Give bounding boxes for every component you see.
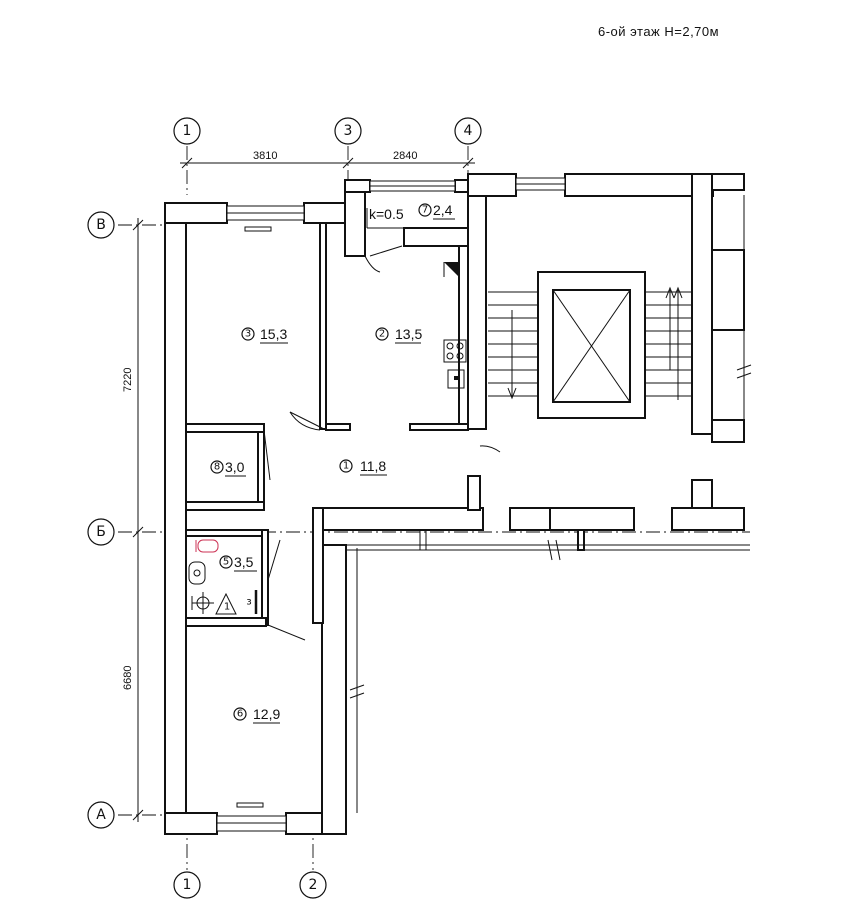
room-label-1: 1 11,8 [339,458,387,476]
svg-text:Б: Б [96,524,106,540]
room-label-5: 5 3,5 [219,554,257,572]
axis-marker-4-top: 4 [454,117,482,145]
door-room-6 [267,624,306,641]
radiator-room-6 [236,802,264,808]
svg-text:3,5: 3,5 [234,554,254,570]
svg-text:1: 1 [183,877,192,893]
partition-room3-bottom [185,423,265,433]
axis-marker-B: Б [87,518,115,546]
axis-marker-1-top: 1 [173,117,201,145]
wall-corridor-seg3 [671,507,745,531]
room-label-8: 8 3,0 [210,459,246,477]
wall-bottom-right [285,812,323,835]
svg-text:А: А [96,807,106,823]
svg-text:11,8: 11,8 [360,458,386,474]
door-room-2 [289,411,327,431]
svg-text:13,5: 13,5 [395,326,422,342]
wall-loggia-top-right [454,179,470,193]
axis-marker-V: В [87,211,115,239]
axis-marker-A: А [87,801,115,829]
axis-marker-3-top: 3 [334,117,362,145]
svg-text:3: 3 [344,123,353,139]
balcony-coefficient: k=0.5 [369,206,404,222]
wall-bottom-left [164,812,218,835]
toilet-icon [195,539,219,553]
svg-text:2: 2 [379,329,385,340]
washbasin-icon [188,561,206,585]
wall-corridor-seg2 [549,507,635,531]
wall-top-left [164,202,228,224]
door-entrance [479,445,501,453]
wall-loggia-top-left [344,179,371,193]
svg-text:3,0: 3,0 [225,459,245,475]
wall-bathroom-bottom [185,617,267,627]
wall-corridor-mid [312,507,484,531]
svg-text:з: з [246,597,251,608]
room-label-2: 2 13,5 [375,326,422,344]
partition-room3-room2 [319,222,327,430]
partition-corridor-right [467,475,481,511]
stove-icon [443,339,467,363]
svg-text:В: В [96,217,106,233]
dim-2840: 2840 [393,150,417,162]
wall-bathroom-right [261,529,269,626]
door-loggia [369,245,403,257]
wall-stub [577,529,585,551]
wall-corridor-lower [312,507,324,624]
wall-left-exterior [164,202,187,814]
floor-title: 6-ой этаж Н=2,70м [598,24,719,39]
dim-3810: 3810 [253,150,277,162]
meter-icon: з [246,590,258,614]
svg-text:2,4: 2,4 [433,202,453,218]
wall-top-mid [303,202,349,224]
svg-text:2: 2 [309,877,318,893]
axis-marker-1-bottom: 1 [173,871,201,899]
axis-marker-2-bottom: 2 [299,871,327,899]
stairs-right [645,286,692,400]
warning-triangle-icon: 1 [215,592,237,615]
svg-text:1: 1 [183,123,192,139]
partition-room2-bottom-left [325,423,351,431]
wall-corridor-seg1 [509,507,551,531]
room-label-7: 7 2,4 [418,202,455,220]
wall-kitchen-right [458,245,469,430]
partition-room8-right [257,431,265,503]
room-label-6: 6 12,9 [233,706,280,724]
stairs-left [488,291,538,400]
wall-loggia-bottom [403,227,469,247]
svg-text:4: 4 [464,123,473,139]
wall-room-6-right [321,544,347,835]
svg-text:12,9: 12,9 [253,706,280,722]
wall-bathroom-top [185,529,265,537]
dimension-top: 3810 2840 [180,150,475,169]
partition-room8-bottom [185,501,265,511]
water-heater-icon [191,592,214,614]
sink-icon [447,369,465,389]
room-label-3: 3 15,3 [241,326,288,344]
stairwell [467,173,752,531]
svg-text:7: 7 [422,205,428,216]
svg-text:1: 1 [224,602,230,613]
svg-text:6: 6 [237,709,243,720]
svg-text:15,3: 15,3 [260,326,287,342]
svg-text:1: 1 [343,461,349,472]
svg-text:5: 5 [223,557,229,568]
svg-text:3: 3 [245,329,251,340]
vent-shaft-icon [444,262,459,277]
dim-6680: 6680 [122,666,134,690]
door-bathroom [267,539,281,581]
wall-stair-left [467,173,487,430]
partition-room2-bottom-right [409,423,469,431]
radiator-room-3 [244,226,272,232]
dim-7220: 7220 [122,368,134,392]
dimension-left: 7220 6680 [122,218,144,822]
svg-text:8: 8 [214,462,220,473]
